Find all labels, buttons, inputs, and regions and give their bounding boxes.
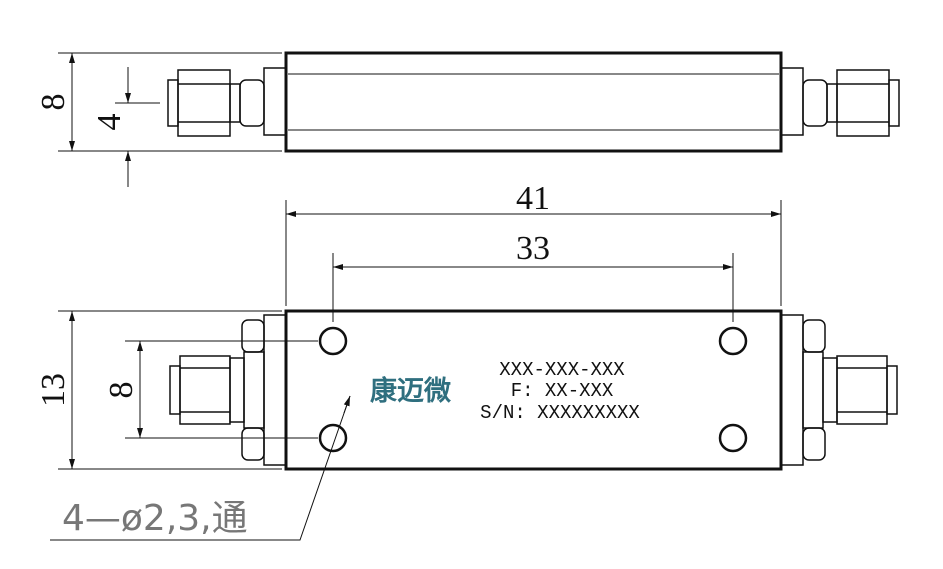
- mounting-hole: [318, 423, 348, 453]
- brand-logo: 康迈微: [370, 375, 451, 407]
- model-line: XXX-XXX-XXX: [499, 359, 625, 381]
- left-connector-top: [167, 67, 287, 137]
- hole-leader: [50, 395, 351, 541]
- bottom-height-dim: 13: [35, 373, 72, 407]
- connector-pitch-dim: 8: [103, 382, 140, 399]
- mounting-hole: [718, 326, 748, 356]
- mounting-hole: [718, 423, 748, 453]
- top-height-dim: 8: [35, 94, 72, 111]
- left-connector-bottom: [169, 314, 287, 466]
- serial-line: S/N: XXXXXXXXX: [480, 402, 640, 424]
- length-dimensions: [285, 200, 782, 322]
- top-view: [58, 51, 900, 187]
- right-connector-bottom: [780, 314, 898, 466]
- mounting-hole: [318, 326, 348, 356]
- top-body: [284, 51, 783, 153]
- freq-line: F: XX-XXX: [511, 380, 614, 402]
- length-dim: 41: [516, 180, 550, 217]
- hole-pitch-dim: 33: [516, 230, 550, 267]
- bottom-view: [50, 309, 898, 541]
- right-connector-top: [780, 67, 900, 137]
- hole-note: 4—ø2,3,通: [62, 498, 248, 539]
- top-center-dim: 4: [91, 114, 128, 131]
